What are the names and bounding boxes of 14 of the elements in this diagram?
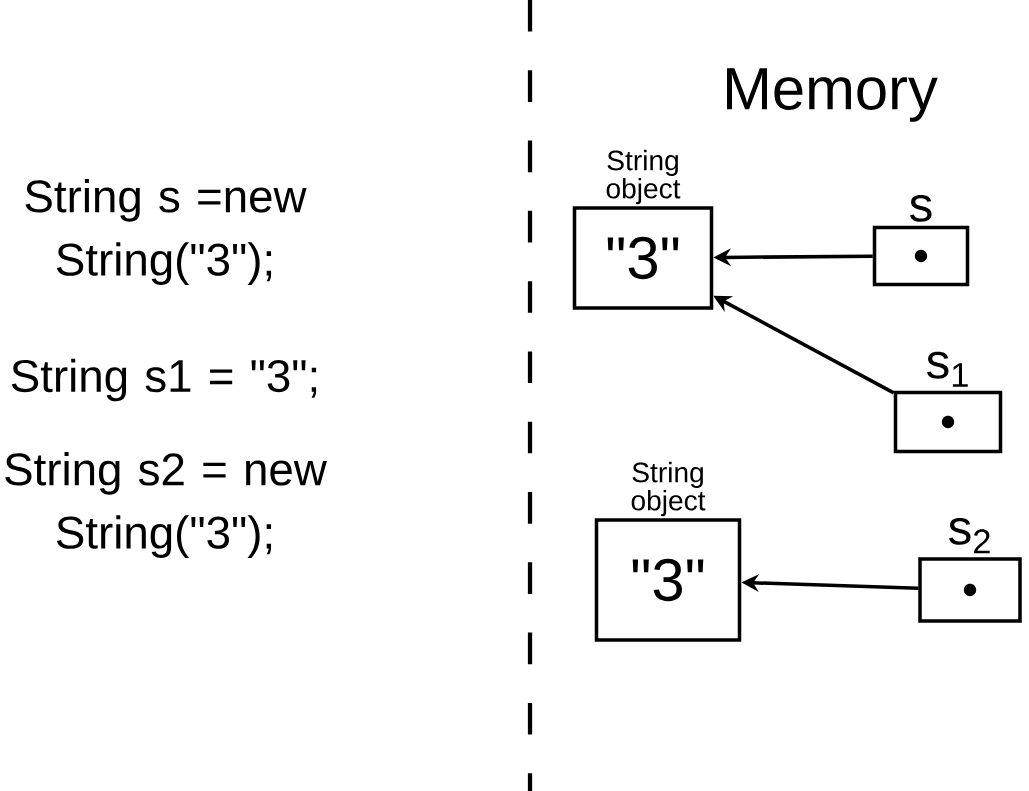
node-label: String object [606,149,681,205]
code-line: String s1 = "3"; [11,358,317,402]
reference-box: s [872,195,970,287]
reference-box: s$_{2}$ [918,517,1022,623]
node-label: s$_{1}$ [927,351,968,387]
node-label: String object [631,461,706,517]
node-label: s$_{2}$ [949,517,990,554]
object-box: "3" String object [572,149,714,310]
object-box: "3" String object [594,461,742,642]
node-label: s [910,194,932,222]
code-line: String s2 = new String("3"); [5,452,327,558]
code-line: String s =new String("3"); [25,179,307,285]
section-heading: Memory [727,68,938,122]
reference-box: s$_{1}$ [893,351,1003,454]
